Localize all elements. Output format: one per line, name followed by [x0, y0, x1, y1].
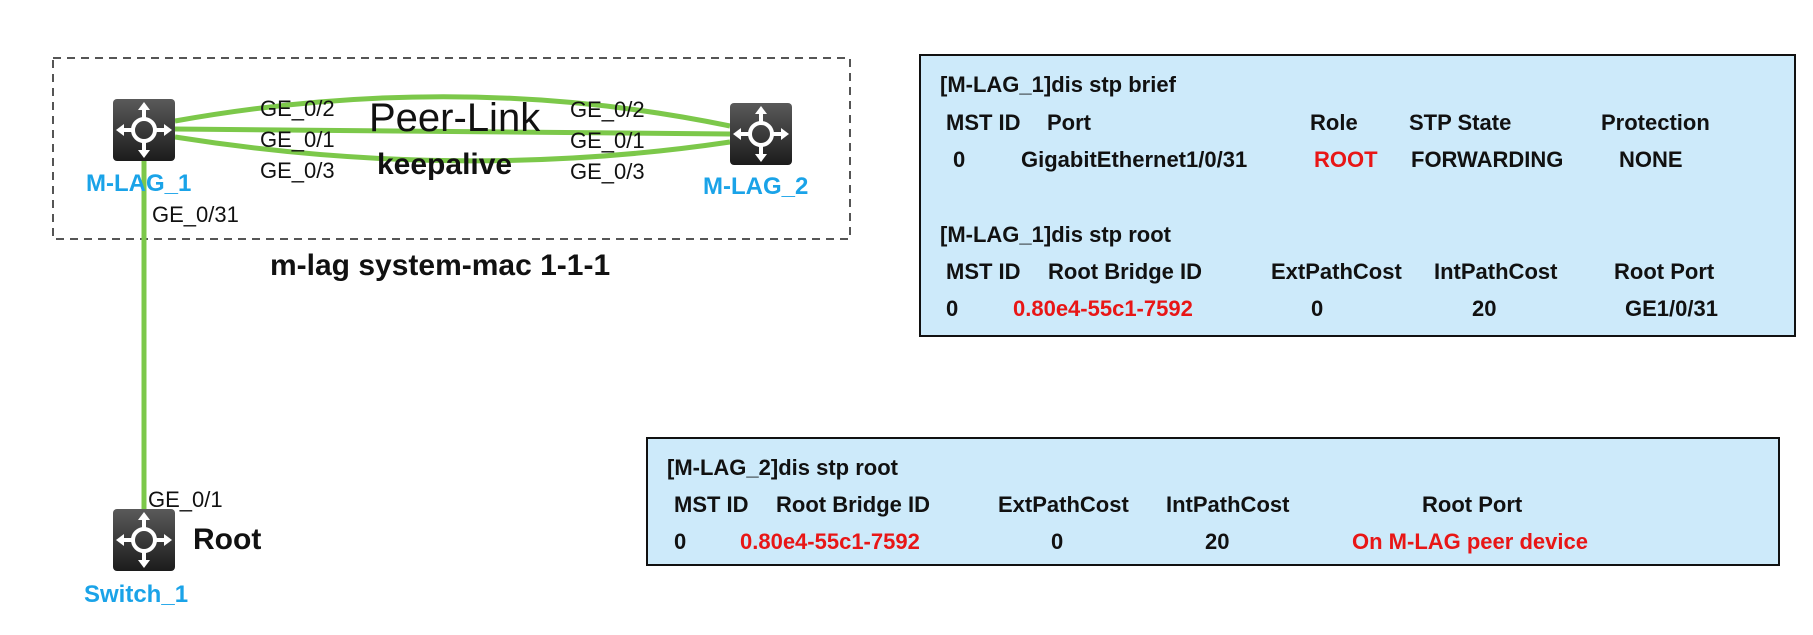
- stp-output-panel-mlag2: [M-LAG_2]dis stp root MST ID Root Bridge…: [646, 437, 1780, 566]
- row-value: 20: [1472, 296, 1497, 321]
- row-value: 0: [1311, 296, 1324, 321]
- root-port-value: On M-LAG peer device: [1352, 529, 1588, 554]
- column-header: Protection: [1601, 110, 1710, 135]
- mlag1-port-label: GE_0/2: [260, 96, 335, 121]
- root-label: Root: [193, 523, 261, 556]
- column-header: ExtPathCost: [1271, 259, 1402, 284]
- column-header: Root Bridge ID: [1048, 259, 1202, 284]
- column-header: Root Bridge ID: [776, 492, 930, 517]
- root-bridge-id-value: 0.80e4-55c1-7592: [1013, 296, 1193, 321]
- device-label-switch1: Switch_1: [84, 581, 188, 608]
- switch1-uplink-port-label: GE_0/1: [148, 487, 223, 512]
- peer-link-label: Peer-Link: [369, 96, 541, 140]
- switch-router-icon: [111, 97, 177, 163]
- row-value: 20: [1205, 529, 1230, 554]
- column-header: Root Port: [1422, 492, 1523, 517]
- link-peer-ge0-2: [174, 94, 731, 129]
- row-value: 0: [674, 529, 687, 554]
- row-value: 0: [953, 147, 966, 172]
- mlag2-port-label: GE_0/2: [570, 97, 645, 122]
- device-mlag1[interactable]: [111, 97, 177, 163]
- row-value: NONE: [1619, 147, 1683, 172]
- device-switch1[interactable]: [111, 507, 177, 573]
- system-mac-caption: m-lag system-mac 1-1-1: [270, 249, 610, 282]
- role-value: ROOT: [1314, 147, 1378, 172]
- keepalive-label: keepalive: [377, 148, 512, 181]
- topology-diagram: M-LAG_1 M-LAG_2 Switch_1 Root Peer-Link …: [52, 57, 851, 608]
- device-label-mlag2: M-LAG_2: [703, 173, 808, 200]
- row-value: GigabitEthernet1/0/31: [1021, 147, 1248, 172]
- column-header: MST ID: [946, 259, 1021, 284]
- column-header: MST ID: [674, 492, 749, 517]
- column-header: Role: [1310, 110, 1358, 135]
- column-header: ExtPathCost: [998, 492, 1129, 517]
- row-value: GE1/0/31: [1625, 296, 1718, 321]
- mlag1-port-label: GE_0/1: [260, 127, 335, 152]
- column-header: Port: [1047, 110, 1091, 135]
- column-header: MST ID: [946, 110, 1021, 135]
- mlag2-port-label: GE_0/3: [570, 159, 645, 184]
- command-line: [M-LAG_1]dis stp root: [940, 222, 1171, 247]
- mlag-system-box: [52, 57, 851, 240]
- column-header: IntPathCost: [1166, 492, 1290, 517]
- link-peer-ge0-1: [174, 126, 731, 137]
- command-line: [M-LAG_2]dis stp root: [667, 455, 898, 480]
- mlag1-downlink-port-label: GE_0/31: [152, 202, 239, 227]
- column-header: Root Port: [1614, 259, 1715, 284]
- row-value: 0: [1051, 529, 1064, 554]
- column-header: STP State: [1409, 110, 1512, 135]
- stp-output-panel-mlag1: [M-LAG_1]dis stp brief MST ID Port Role …: [919, 54, 1796, 337]
- switch-router-icon: [111, 507, 177, 573]
- row-value: FORWARDING: [1411, 147, 1564, 172]
- column-header: IntPathCost: [1434, 259, 1558, 284]
- device-mlag2[interactable]: [728, 101, 794, 167]
- device-label-mlag1: M-LAG_1: [86, 170, 191, 197]
- switch-router-icon: [728, 101, 794, 167]
- link-keepalive-ge0-3: [174, 134, 731, 164]
- link-group: [141, 94, 731, 515]
- mlag1-port-label: GE_0/3: [260, 158, 335, 183]
- command-line: [M-LAG_1]dis stp brief: [940, 72, 1176, 97]
- mlag2-port-label: GE_0/1: [570, 128, 645, 153]
- root-bridge-id-value: 0.80e4-55c1-7592: [740, 529, 920, 554]
- row-value: 0: [946, 296, 959, 321]
